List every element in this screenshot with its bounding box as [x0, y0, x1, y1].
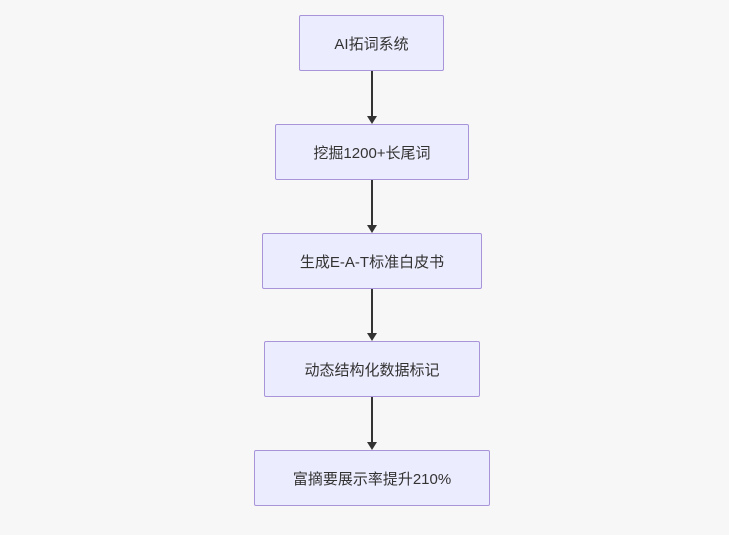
arrow-down-icon — [367, 225, 377, 233]
edge-line — [371, 397, 373, 443]
arrow-down-icon — [367, 333, 377, 341]
flow-edge-2 — [366, 180, 378, 233]
edge-line — [371, 180, 373, 226]
arrow-down-icon — [367, 442, 377, 450]
flow-node-generate-eat-whitepaper: 生成E-A-T标准白皮书 — [262, 233, 482, 289]
flow-edge-3 — [366, 289, 378, 341]
arrow-down-icon — [367, 116, 377, 124]
flow-node-ai-keyword-expansion-system: AI拓词系统 — [299, 15, 444, 71]
flow-node-mine-longtail-keywords: 挖掘1200+长尾词 — [275, 124, 469, 180]
flow-node-rich-snippet-rate-increase: 富摘要展示率提升210% — [254, 450, 490, 506]
flow-edge-1 — [366, 71, 378, 124]
edge-line — [371, 71, 373, 117]
flow-node-dynamic-structured-data-markup: 动态结构化数据标记 — [264, 341, 480, 397]
flow-edge-4 — [366, 397, 378, 450]
edge-line — [371, 289, 373, 334]
